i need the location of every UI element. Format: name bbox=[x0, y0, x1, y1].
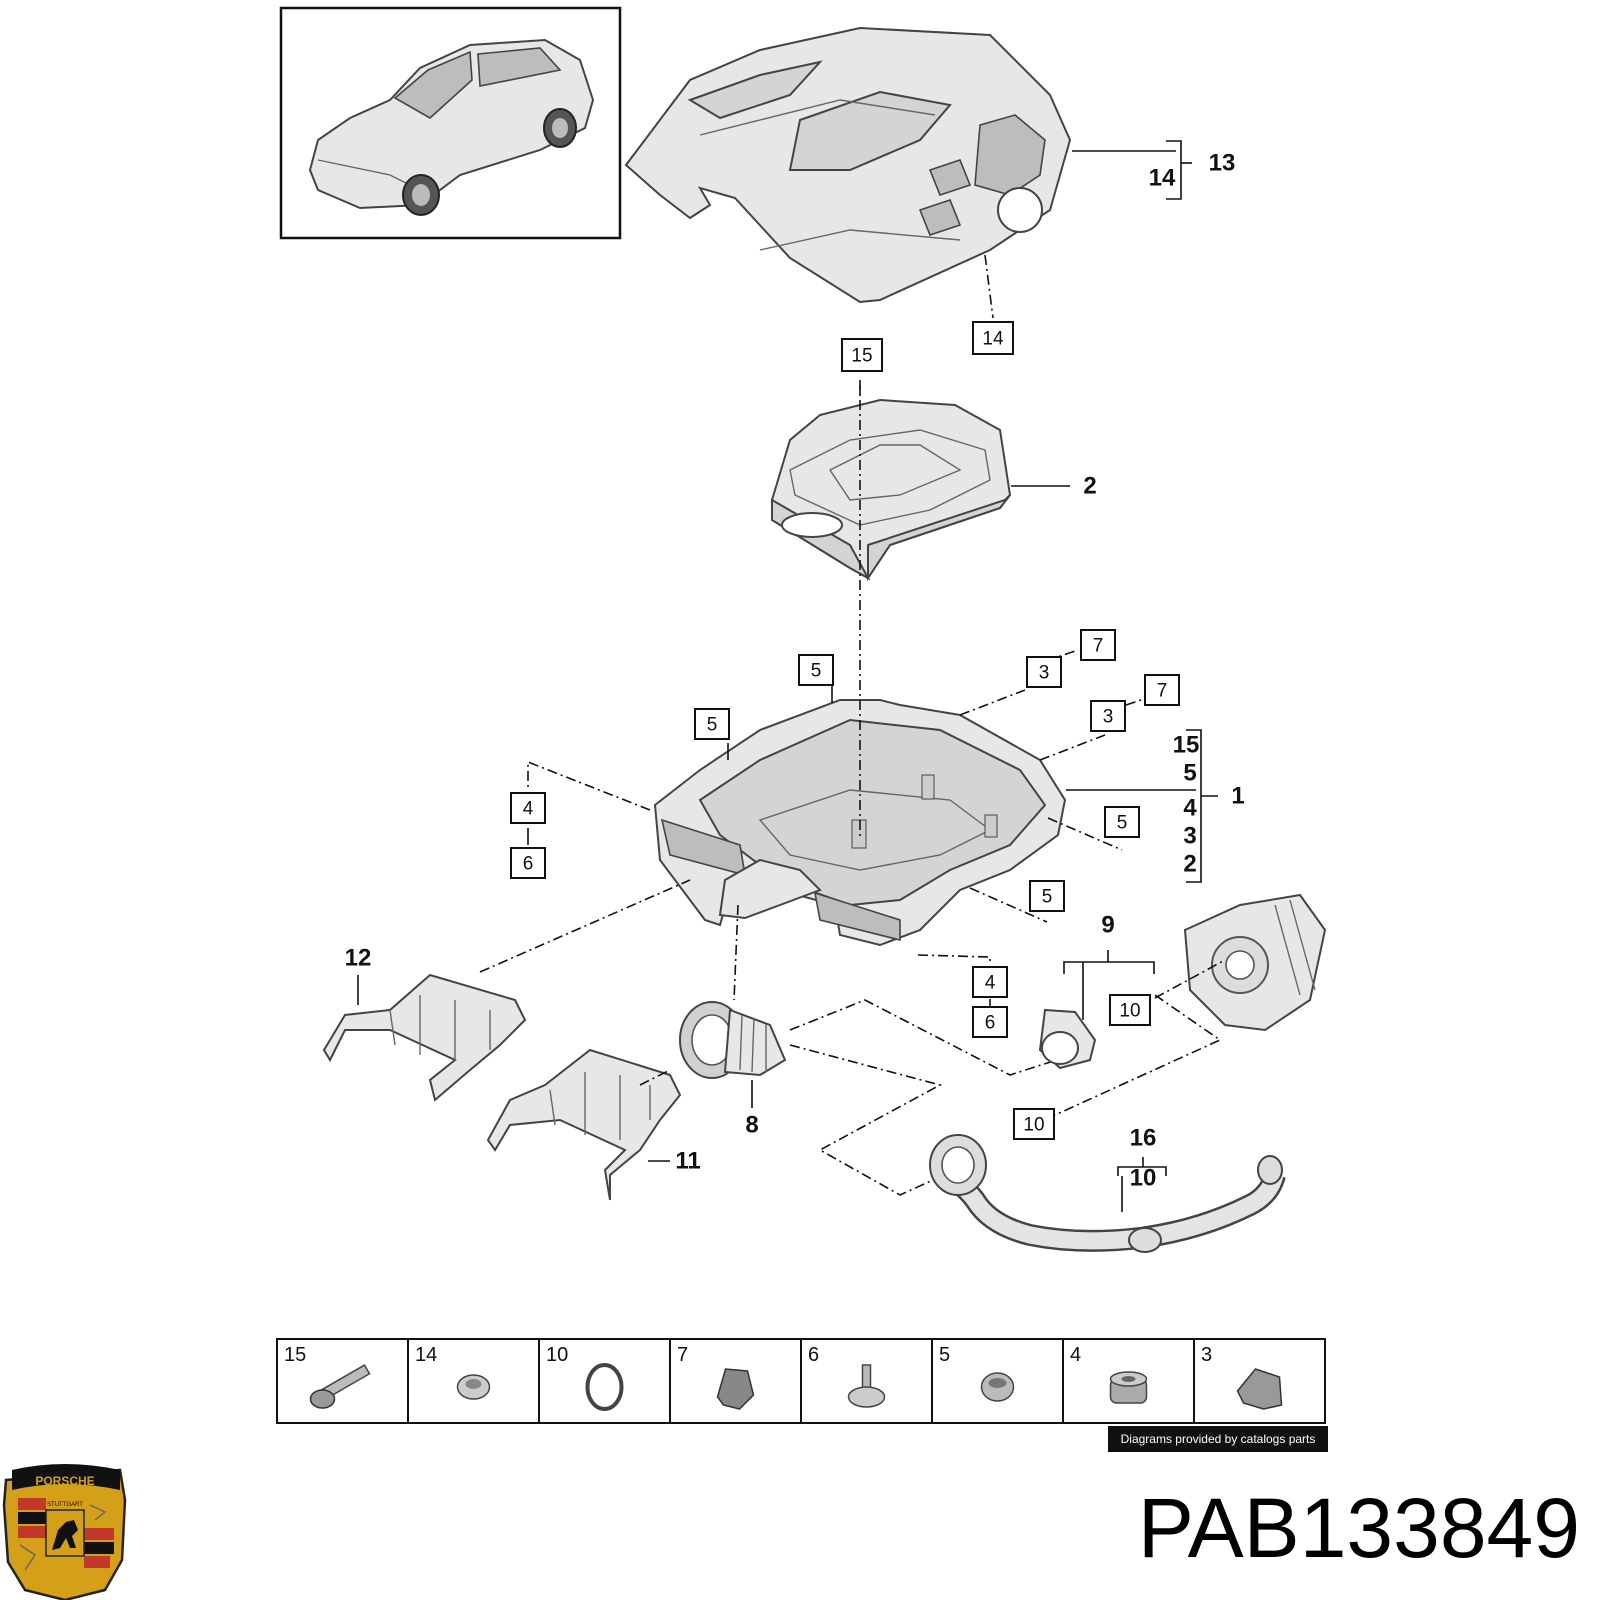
callout-b1: 1 bbox=[1231, 783, 1244, 810]
push-pin-icon bbox=[847, 1364, 886, 1408]
boxed-callouts: 14 15 7 3 7 3 5 5 4 6 5 5 4 6 10 10 bbox=[510, 321, 1180, 1140]
legend-cell: 7 bbox=[669, 1338, 802, 1424]
callout-b12: 12 bbox=[345, 945, 372, 972]
callout-c6-b: 6 bbox=[972, 1006, 1008, 1038]
callout-text: 4 bbox=[523, 799, 534, 820]
callout-b11: 11 bbox=[675, 1148, 700, 1175]
callout-b14: 14 bbox=[1149, 165, 1176, 192]
callout-text: 5 bbox=[811, 661, 822, 682]
callout-c5-b: 5 bbox=[694, 708, 730, 740]
legend-cell: 10 bbox=[538, 1338, 671, 1424]
callout-text: 4 bbox=[985, 973, 996, 994]
callout-c5-a: 5 bbox=[798, 654, 834, 686]
bolt-icon bbox=[309, 1364, 371, 1409]
legend-cell: 3 bbox=[1193, 1338, 1326, 1424]
callout-b2b: 2 bbox=[1183, 851, 1196, 878]
callout-b4: 4 bbox=[1183, 795, 1197, 822]
callout-text: 10 bbox=[1119, 1001, 1140, 1022]
callout-b16: 16 bbox=[1130, 1125, 1157, 1152]
callout-text: 14 bbox=[982, 329, 1004, 350]
legend-number: 7 bbox=[677, 1344, 688, 1366]
callout-c4-a: 4 bbox=[510, 792, 546, 824]
callout-c5-c: 5 bbox=[1104, 806, 1140, 838]
callout-text: 10 bbox=[1023, 1115, 1044, 1136]
engine-cover bbox=[624, 26, 1072, 304]
callout-b10: 10 bbox=[1130, 1165, 1157, 1192]
mount-bush-icon bbox=[1109, 1371, 1148, 1404]
callout-c3-b: 3 bbox=[1090, 700, 1126, 732]
air-filter-lid bbox=[771, 398, 1012, 582]
callout-b5: 5 bbox=[1183, 760, 1196, 787]
turbocharger bbox=[1183, 893, 1327, 1032]
rubber-bush-icon bbox=[980, 1372, 1015, 1402]
callout-text: 5 bbox=[707, 715, 718, 736]
grommet-icon bbox=[456, 1374, 491, 1400]
callout-text: 5 bbox=[1042, 887, 1053, 908]
svg-text:PORSCHE: PORSCHE bbox=[35, 1474, 94, 1488]
legend-number: 10 bbox=[546, 1344, 568, 1366]
callout-text: 6 bbox=[985, 1013, 996, 1034]
callout-c15-top: 15 bbox=[841, 338, 883, 372]
part-number: PAB133849 bbox=[1137, 1481, 1580, 1575]
legend-cell: 14 bbox=[407, 1338, 540, 1424]
legend-cell: 4 bbox=[1062, 1338, 1195, 1424]
callout-text: 5 bbox=[1117, 813, 1128, 834]
callout-text: 7 bbox=[1157, 681, 1168, 702]
callout-c6-a: 6 bbox=[510, 847, 546, 879]
vehicle-thumbnail bbox=[279, 6, 622, 240]
callout-c7-b: 7 bbox=[1144, 674, 1180, 706]
pipe-assembly bbox=[929, 1134, 1286, 1253]
intake-hose bbox=[679, 1001, 787, 1079]
callout-b13: 13 bbox=[1209, 150, 1236, 177]
callout-b8: 8 bbox=[745, 1112, 758, 1139]
brake-duct-12 bbox=[322, 973, 527, 1102]
legend-number: 15 bbox=[284, 1344, 306, 1366]
callout-c10-b: 10 bbox=[1013, 1108, 1055, 1140]
diagram-credit: Diagrams provided by catalogs parts bbox=[1108, 1426, 1328, 1452]
o-ring-icon bbox=[585, 1363, 624, 1411]
legend-number: 5 bbox=[939, 1344, 950, 1366]
throttle-adapter bbox=[1038, 1008, 1097, 1070]
callout-text: 3 bbox=[1039, 663, 1050, 684]
legend-cell: 15 bbox=[276, 1338, 409, 1424]
porsche-crest-logo: PORSCHE STUTTGART bbox=[2, 1464, 127, 1600]
legend-number: 3 bbox=[1201, 1344, 1212, 1366]
legend-cell: 6 bbox=[800, 1338, 933, 1424]
callout-text: 15 bbox=[851, 346, 872, 367]
callout-text: 7 bbox=[1093, 636, 1104, 657]
callout-c5-d: 5 bbox=[1029, 880, 1065, 912]
callout-b15: 15 bbox=[1173, 732, 1200, 759]
legend-cell: 5 bbox=[931, 1338, 1064, 1424]
callout-b2: 2 bbox=[1083, 473, 1096, 500]
callout-b3: 3 bbox=[1183, 823, 1196, 850]
callout-c14-top: 14 bbox=[972, 321, 1014, 355]
parts-legend: 15 14 10 7 6 5 4 3 bbox=[276, 1338, 1326, 1424]
callout-b9: 9 bbox=[1101, 912, 1114, 939]
legend-number: 6 bbox=[808, 1344, 819, 1366]
callout-c4-b: 4 bbox=[972, 966, 1008, 998]
callout-text: 6 bbox=[523, 854, 534, 875]
clip-icon bbox=[716, 1368, 755, 1410]
legend-number: 14 bbox=[415, 1344, 437, 1366]
callout-c3-a: 3 bbox=[1026, 656, 1062, 688]
brake-duct-11 bbox=[486, 1048, 682, 1201]
callout-text: 3 bbox=[1103, 707, 1114, 728]
callout-c7-a: 7 bbox=[1080, 629, 1116, 661]
svg-text:STUTTGART: STUTTGART bbox=[47, 1502, 83, 1508]
bracket-clip-icon bbox=[1236, 1368, 1283, 1410]
legend-number: 4 bbox=[1070, 1344, 1081, 1366]
callout-c10-a: 10 bbox=[1109, 994, 1151, 1026]
